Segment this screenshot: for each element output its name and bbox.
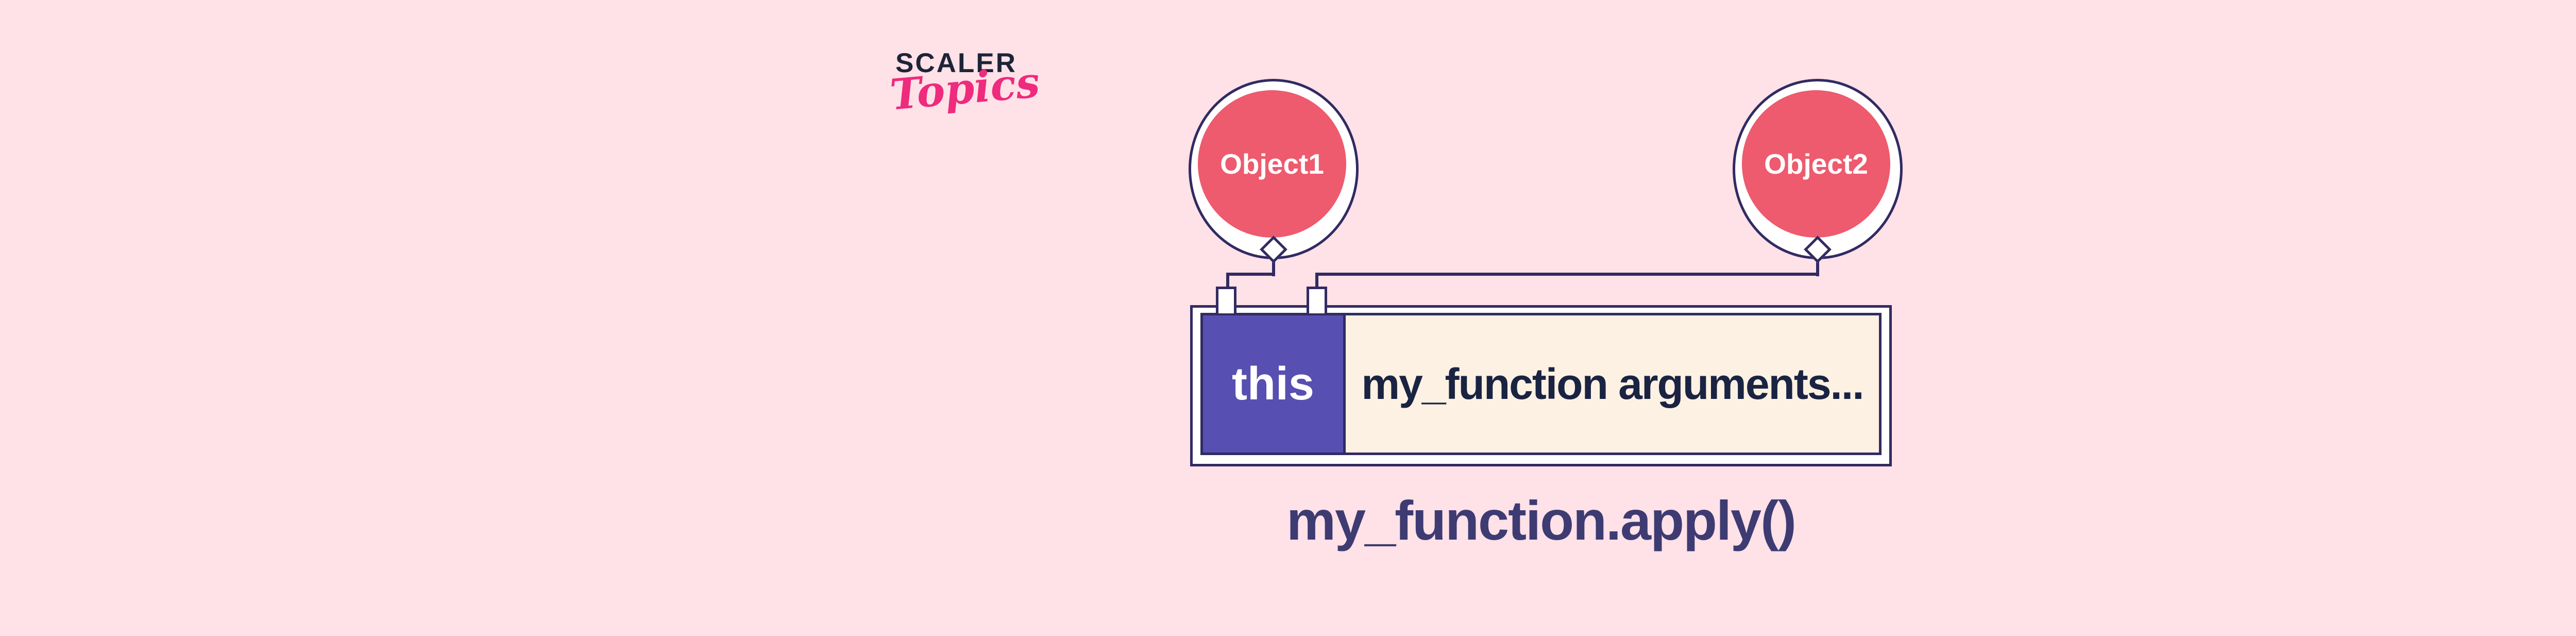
this-label: this	[1231, 358, 1314, 410]
this-slot-pin-left	[1216, 287, 1236, 313]
connector-object2-horizontal	[1315, 273, 1819, 276]
connector-object2-pin-leg	[1315, 273, 1318, 290]
object2-circle: Object2	[1742, 90, 1890, 238]
arguments-label: my_function arguments...	[1361, 360, 1864, 408]
arguments-cell: my_function arguments...	[1346, 315, 1879, 453]
connector-object1-pin-leg	[1226, 273, 1229, 290]
object1-circle: Object1	[1198, 90, 1346, 238]
this-cell: this	[1203, 315, 1346, 453]
diagram-caption: my_function.apply()	[1286, 489, 1797, 551]
object1-label: Object1	[1220, 147, 1324, 180]
scaler-topics-logo: SCALER Topics	[888, 48, 1042, 120]
this-slot-pin-right	[1307, 287, 1327, 313]
function-box: this my_function arguments...	[1190, 305, 1892, 466]
connector-object2-drop	[1816, 258, 1819, 276]
object1-balloon: Object1	[1189, 79, 1359, 259]
connector-object1-horizontal	[1226, 273, 1275, 276]
connector-object1-drop	[1272, 258, 1275, 276]
object2-balloon: Object2	[1733, 79, 1903, 259]
logo-brand-text: SCALER	[895, 48, 1017, 78]
function-box-inner: this my_function arguments...	[1200, 313, 1882, 455]
object2-label: Object2	[1764, 147, 1868, 180]
